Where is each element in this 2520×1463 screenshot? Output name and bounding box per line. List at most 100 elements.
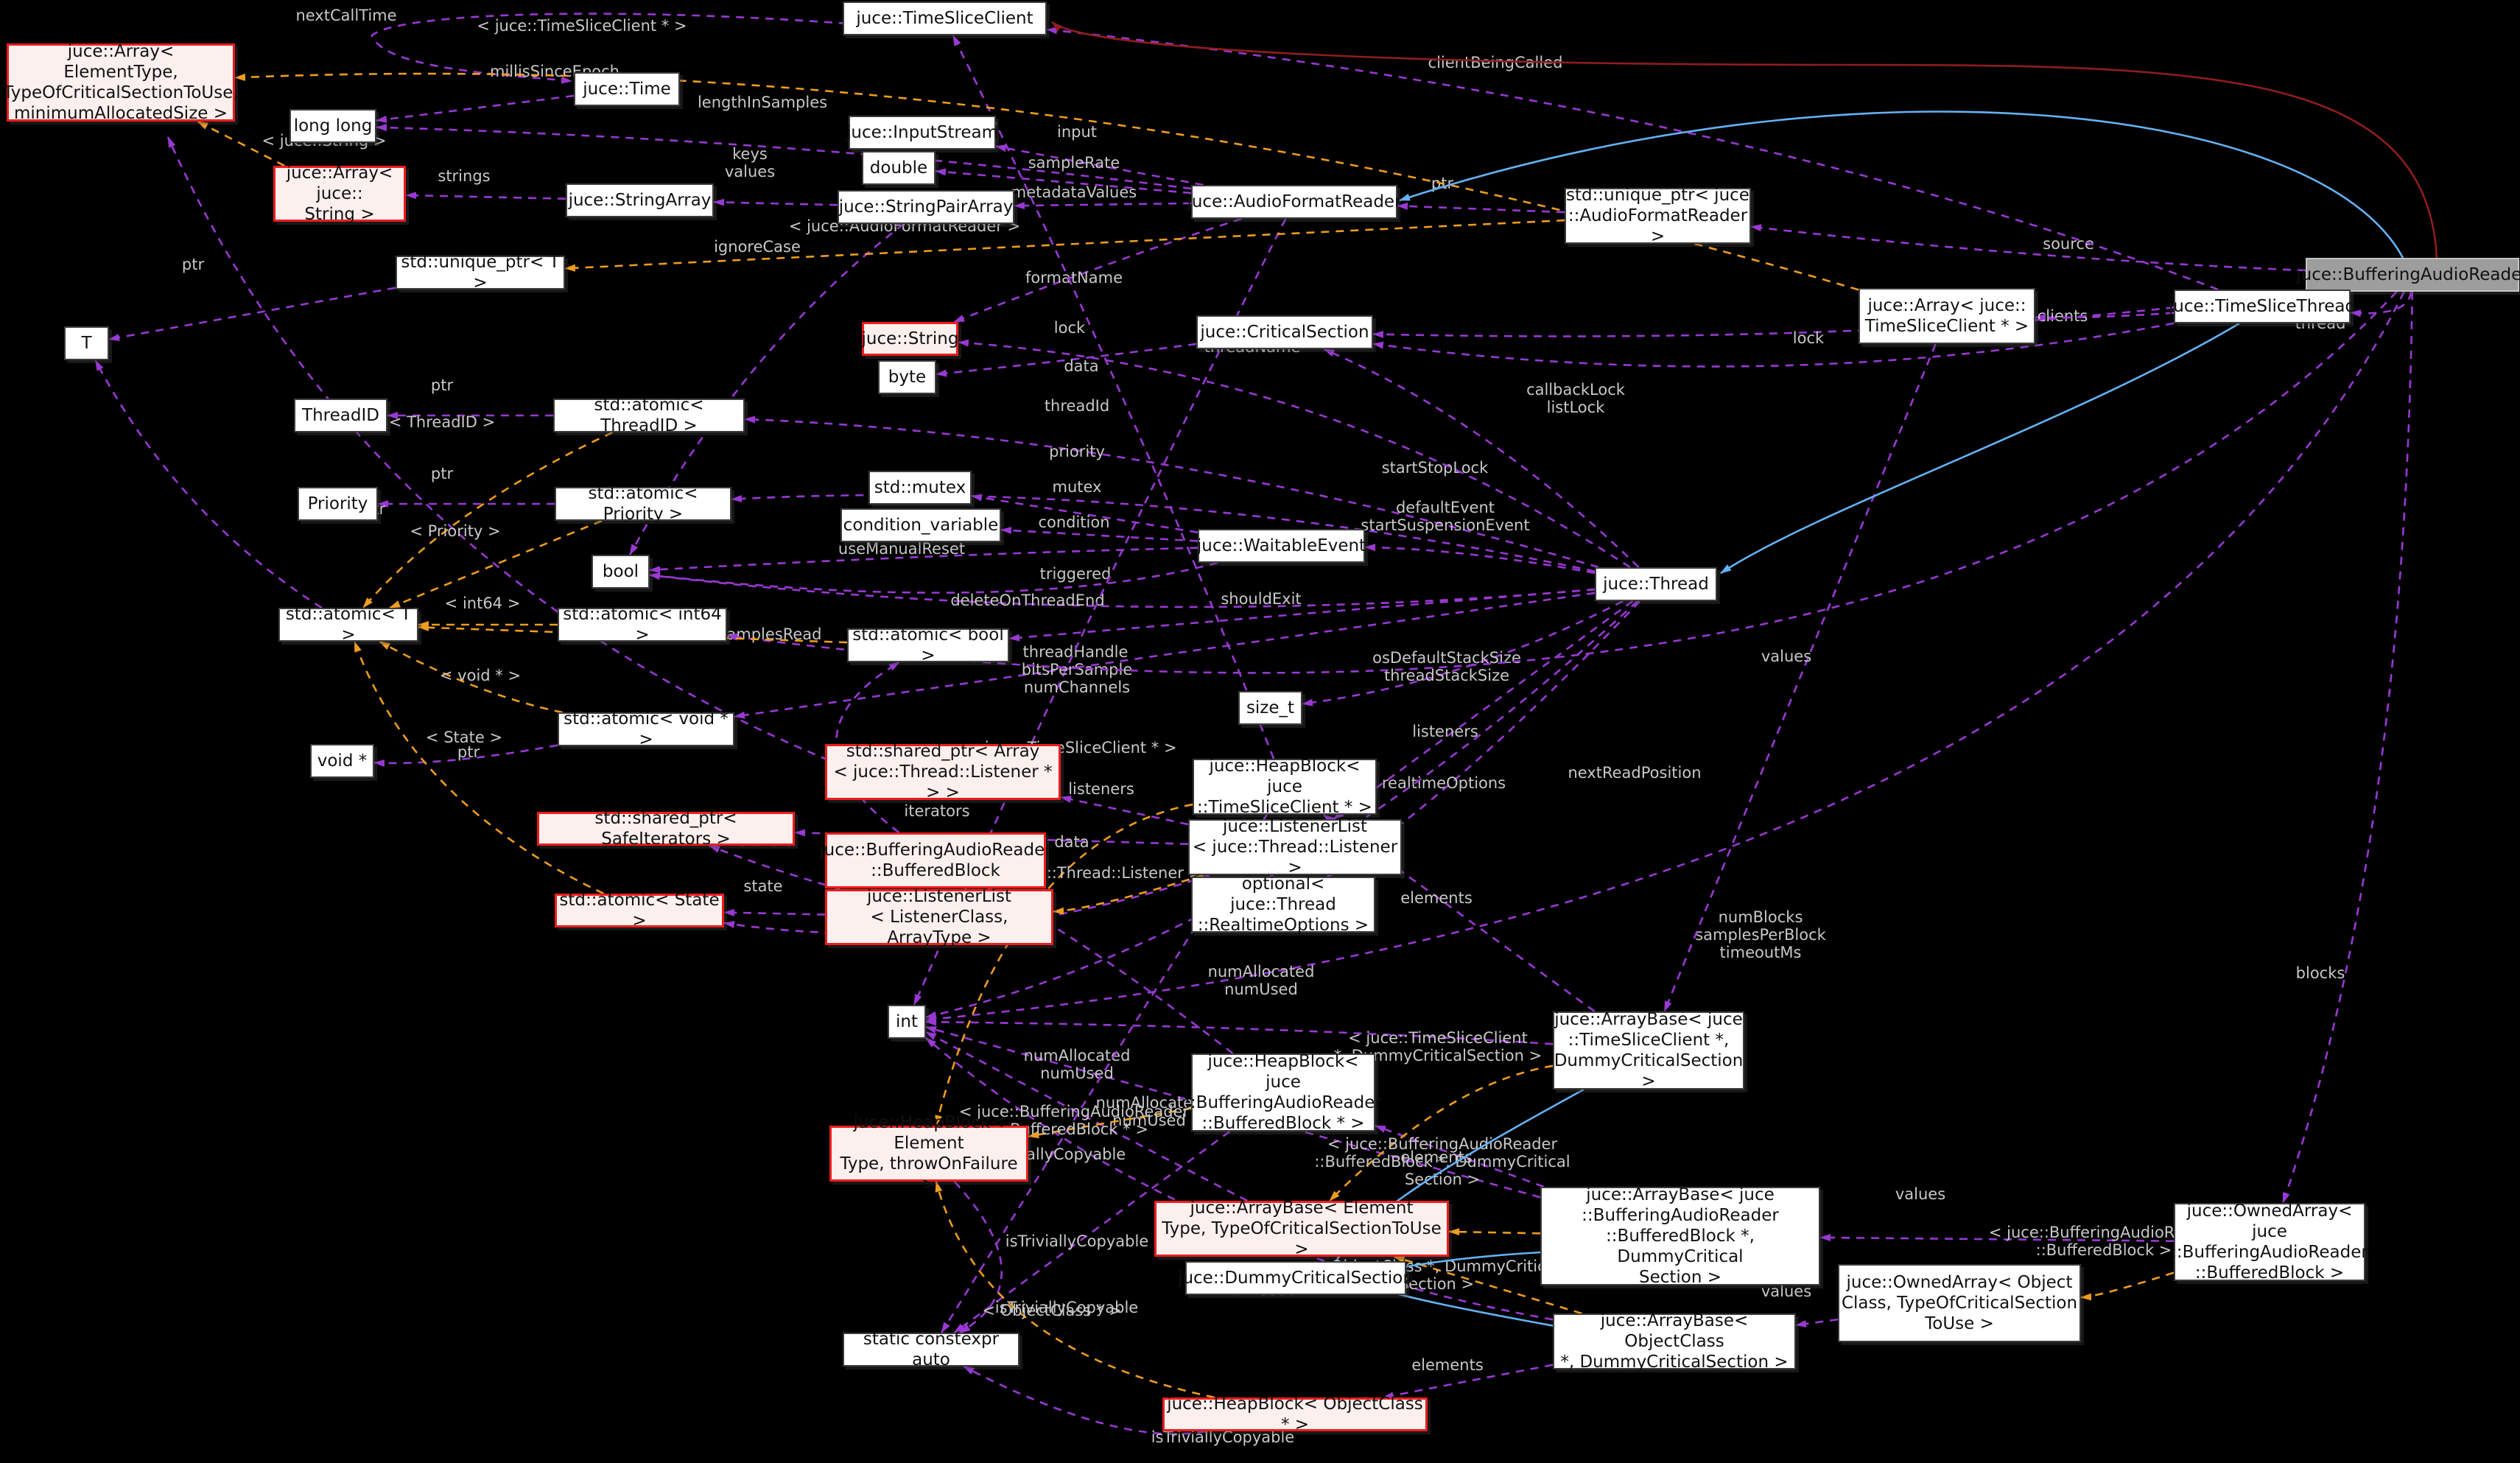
- edge-arrayBaseElem-intBox: [925, 1031, 1248, 1202]
- node-arrayBaseTSC[interactable]: juce::ArrayBase< juce::TimeSliceClient *…: [1553, 1010, 1744, 1091]
- node-heapBlockTSC[interactable]: juce::HeapBlock< juce::TimeSliceClient *…: [1193, 757, 1377, 817]
- node-arrTSCptr[interactable]: juce::Array< juce::TimeSliceClient * >: [1859, 288, 2035, 344]
- node-staticConstexprAuto[interactable]: static constexpr auto: [843, 1330, 1019, 1369]
- node-bufferedBlock[interactable]: juce::BufferingAudioReader::BufferedBloc…: [819, 832, 1052, 888]
- node-sizeT[interactable]: size_t: [1238, 691, 1302, 725]
- node-stringArray[interactable]: juce::StringArray: [566, 183, 714, 217]
- node-atomicState[interactable]: std::atomic< State >: [555, 891, 724, 930]
- node-optionalRealtime[interactable]: optional< juce::Thread::RealtimeOptions …: [1191, 874, 1375, 935]
- node-arrString[interactable]: juce::Array< juce::String >: [273, 164, 406, 224]
- edge-arrTSCptr-arrayBaseTSC: [1663, 343, 1937, 1012]
- edge-label: blocks: [2296, 964, 2345, 982]
- node-atomicThreadID[interactable]: std::atomic< ThreadID >: [553, 396, 745, 435]
- node-sharedPtrArray[interactable]: std::shared_ptr< Array< juce::Thread::Li…: [825, 742, 1061, 802]
- edge-label: mutex: [1053, 478, 1102, 496]
- edge-juceThread-atomicBool: [1008, 588, 1596, 642]
- node-uniquePtrAFR[interactable]: std::unique_ptr< juce::AudioFormatReader…: [1565, 186, 1751, 246]
- node-label-line: std::mutex: [874, 478, 966, 497]
- node-intBox[interactable]: int: [888, 1005, 926, 1039]
- node-label-line: juce::ArrayBase< Element: [1190, 1199, 1414, 1218]
- node-atomicVoidPtr[interactable]: std::atomic< void * >: [558, 709, 734, 749]
- node-ownedArrayBAR[interactable]: juce::OwnedArray< juce::BufferingAudioRe…: [2171, 1201, 2368, 1283]
- node-juceTime[interactable]: juce::Time: [574, 72, 680, 106]
- node-label-line: ::BufferedBlock >: [2194, 1263, 2345, 1283]
- edge-atomicVoidPtr-voidPtr: [373, 744, 558, 767]
- node-juceThread[interactable]: juce::Thread: [1595, 567, 1717, 601]
- node-label-line: byte: [888, 368, 927, 387]
- node-listenerListThread[interactable]: juce::ListenerList< juce::Thread::Listen…: [1188, 817, 1402, 877]
- edge-label: sampleRate: [1028, 154, 1120, 172]
- node-atomicBool[interactable]: std::atomic< bool >: [847, 625, 1009, 665]
- edge-atomicVoidPtr-atomicT: [379, 640, 563, 714]
- edge-heapBlockTSC-heapBlockElem: [935, 803, 1193, 1126]
- node-timeSliceThread[interactable]: juce::TimeSliceThread: [2169, 290, 2356, 323]
- node-dummyCS[interactable]: juce::DummyCriticalSection: [1178, 1261, 1414, 1295]
- node-arrayBaseBAR[interactable]: juce::ArrayBase< juce::BufferingAudioRea…: [1540, 1185, 1820, 1287]
- edge-bufferingAudioReader-intBox: [925, 291, 2405, 1023]
- node-label-line: std::shared_ptr< Array: [846, 742, 1040, 761]
- node-label-line: double: [869, 158, 928, 178]
- node-stdMutex[interactable]: std::mutex: [868, 471, 972, 505]
- edge-label: < juce::TimeSliceClient * >: [477, 17, 687, 35]
- node-inputStream[interactable]: juce::InputStream: [846, 116, 998, 150]
- node-juceString[interactable]: juce::String: [862, 322, 958, 356]
- node-priorityBox[interactable]: Priority: [298, 487, 378, 521]
- node-arrElemType[interactable]: juce::Array< ElementType,TypeOfCriticalS…: [3, 42, 238, 123]
- node-uniquePtrT[interactable]: std::unique_ptr< T >: [396, 253, 565, 292]
- node-atomicInt64[interactable]: std::atomic< int64 >: [558, 605, 727, 645]
- node-boolBox[interactable]: bool: [592, 555, 650, 589]
- node-atomicT[interactable]: std::atomic< T >: [278, 605, 418, 645]
- node-conditionVariable[interactable]: condition_variable: [840, 508, 1001, 542]
- edge-label: < void * >: [440, 667, 521, 684]
- node-label-line: juce::ArrayBase< juce: [1554, 1010, 1743, 1029]
- node-longLong[interactable]: long long: [289, 109, 376, 143]
- node-label-line: juce::OwnedArray< Object: [1846, 1273, 2073, 1292]
- edge-label: ptr: [431, 376, 454, 394]
- node-audioFormatReader[interactable]: juce::AudioFormatReader: [1187, 185, 1402, 219]
- node-heapBlockObj[interactable]: juce::HeapBlock< ObjectClass * >: [1162, 1394, 1428, 1434]
- node-criticalSection[interactable]: juce::CriticalSection: [1196, 315, 1373, 349]
- edge-heapBlockBAR-bufferedBlock: [987, 887, 1234, 1055]
- node-label-line: std::unique_ptr< juce: [1566, 186, 1749, 205]
- edge-juceTime-longLong: [376, 94, 575, 123]
- edge-label: lock: [1793, 329, 1825, 347]
- node-double[interactable]: double: [862, 151, 936, 185]
- node-waitableEvent[interactable]: juce::WaitableEvent: [1197, 529, 1366, 563]
- node-heapBlockBAR[interactable]: juce::HeapBlock< juce::BufferingAudioRea…: [1184, 1052, 1382, 1133]
- edge-arrayBaseObj-arrayBaseElem: [1393, 1255, 1582, 1315]
- edge-label: threadHandle: [1023, 643, 1129, 661]
- edge-juceThread-atomicVoidPtr: [734, 592, 1596, 719]
- node-atomicPriority[interactable]: std::atomic< Priority >: [555, 484, 731, 524]
- node-timeSliceClient[interactable]: juce::TimeSliceClient: [843, 1, 1047, 35]
- node-label-line: String >: [304, 205, 375, 224]
- node-label-line: juce::TimeSliceThread: [2168, 297, 2356, 316]
- node-sharedPtrSafeIterators[interactable]: std::shared_ptr< SafeIterators >: [537, 809, 795, 849]
- node-listenerListLC[interactable]: juce::ListenerList< ListenerClass, Array…: [825, 887, 1053, 947]
- edge-label: listeners: [1068, 780, 1134, 798]
- edge-juceThread-sizeT: [1302, 600, 1624, 706]
- edge-label: condition: [1038, 513, 1109, 531]
- edge-arrTSCptr-arrElemType: [234, 72, 1859, 291]
- node-label-line: std::atomic< ThreadID >: [594, 396, 704, 435]
- node-voidPtr[interactable]: void *: [310, 744, 374, 778]
- edge-bufferingAudioReader-uniquePtrAFR: [1750, 224, 2306, 272]
- node-arrayBaseObj[interactable]: juce::ArrayBase< ObjectClass*, DummyCrit…: [1553, 1311, 1796, 1372]
- node-label-line: juce::StringArray: [568, 191, 712, 210]
- node-stringPairArray[interactable]: juce::StringPairArray: [838, 190, 1014, 224]
- edge-uniquePtrAFR-uniquePtrT: [564, 219, 1565, 272]
- node-bufferingAudioReader[interactable]: juce::BufferingAudioReader: [2296, 258, 2520, 292]
- node-label-line: std::shared_ptr< SafeIterators >: [594, 809, 737, 849]
- node-byte[interactable]: byte: [878, 360, 936, 394]
- node-label-line: optional< juce::Thread: [1230, 874, 1336, 914]
- edge-arrayBaseBAR-intBox: [925, 1025, 1541, 1199]
- node-T[interactable]: T: [64, 326, 109, 360]
- node-label-line: bool: [602, 562, 639, 581]
- node-threadID[interactable]: ThreadID: [294, 399, 387, 432]
